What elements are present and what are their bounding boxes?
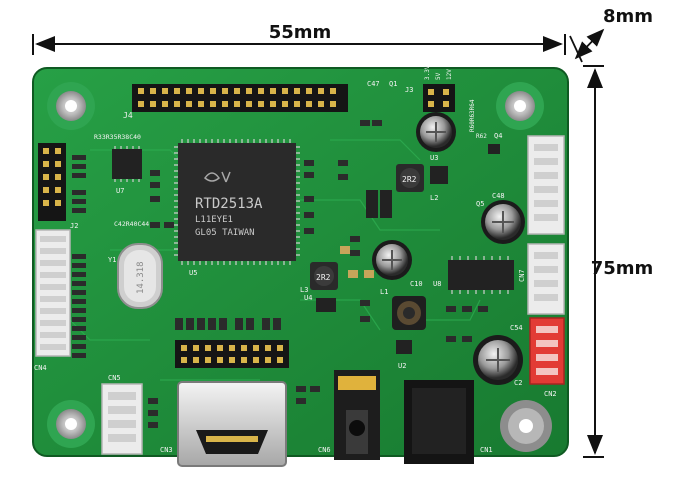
j3-label: J3	[405, 86, 413, 94]
main-chip: RTD2513A L11EYE1 GL05 TAIWAN U5	[174, 139, 300, 277]
hdmi-port: CN3	[160, 381, 287, 467]
j3-jumper-header: J3 3.3V 5V 12V C47 Q1	[367, 65, 455, 112]
crystal-y1: 14.318 Y1 C42R40C44	[108, 220, 163, 309]
right-connector-cn2: CN2	[529, 317, 565, 398]
v33-label: 3.3V	[424, 65, 431, 80]
power-jack: CN1	[404, 380, 493, 464]
c48-label: C48	[492, 192, 505, 200]
u7-chip: U7 R33R35R38C40	[94, 133, 142, 195]
capacitor-c54: C54 C2	[473, 324, 523, 387]
c2-label: C2	[514, 379, 522, 387]
l2-2r2: 2R2	[402, 175, 417, 184]
u2-label: U2	[398, 362, 406, 370]
mounting-hole-top-left	[47, 82, 95, 130]
inductor-l3: 2R2 L3	[300, 262, 338, 294]
crystal-text: 14.318	[136, 261, 146, 294]
dimension-height: 75mm	[583, 65, 654, 458]
v12-label: 12V	[446, 69, 453, 80]
cn5-label: CN5	[108, 374, 121, 382]
j2-pin-header: J2	[38, 143, 78, 230]
left-resistor-column	[72, 155, 86, 358]
mounting-hole-bottom-right	[500, 400, 552, 452]
smd-row	[175, 318, 281, 330]
mounting-holes	[47, 82, 552, 452]
j4-label: J4	[123, 111, 133, 120]
c54-label: C54	[510, 324, 523, 332]
q4-label: Q4	[494, 132, 502, 140]
chip-line2: L11EYE1	[195, 215, 233, 225]
cn4-connector: CN4	[34, 229, 71, 372]
right-connector-cn7: CN7	[518, 243, 565, 315]
j4-pin-header: J4	[123, 84, 348, 120]
cn2-label: CN2	[544, 390, 557, 398]
small-ics	[316, 144, 500, 354]
capacitor-top: U3	[416, 112, 456, 162]
l3-label: L3	[300, 286, 308, 294]
u4-label: U4	[304, 294, 312, 302]
thickness-label: 8mm	[603, 6, 653, 27]
r60r63-label: R60R63R64	[469, 99, 476, 132]
inductor-l1: L1	[380, 288, 426, 330]
mounting-hole-bottom-left	[47, 400, 95, 448]
audio-jack: CN6	[318, 370, 380, 460]
r62-label: R62	[476, 133, 487, 140]
tantalum-caps	[340, 246, 374, 278]
right-connector-upper	[527, 135, 565, 235]
u7-label: U7	[116, 187, 124, 195]
cn1-label: CN1	[480, 446, 493, 454]
chip-line3: GL05 TAIWAN	[195, 228, 255, 238]
v5-label: 5V	[435, 72, 442, 80]
height-label: 75mm	[591, 258, 654, 279]
cn3-label: CN3	[160, 446, 173, 454]
chip-line1: RTD2513A	[195, 196, 263, 212]
dimension-width: 55mm	[32, 22, 566, 55]
c42-label: C42R40C44	[114, 220, 149, 228]
cn7-label: CN7	[518, 269, 526, 282]
u3-label: U3	[430, 154, 438, 162]
capacitor-c48: C48 Q5	[476, 192, 525, 244]
middle-pin-header	[175, 340, 289, 368]
capacitor-c10: C10	[372, 240, 423, 288]
q1-label: Q1	[389, 80, 397, 88]
u8-chip: U8	[433, 256, 514, 294]
l2-label: L2	[430, 194, 438, 202]
cn6-label: CN6	[318, 446, 331, 454]
dimension-thickness: 8mm	[569, 6, 653, 67]
u5-label: U5	[189, 269, 197, 277]
r33r35-label: R33R35R38C40	[94, 133, 141, 141]
cn4-label: CN4	[34, 364, 47, 372]
inductor-l2: 2R2 L2	[396, 164, 438, 202]
mounting-hole-top-right	[496, 82, 544, 130]
chip-logo-icon	[203, 171, 231, 183]
cn5-connector: CN5	[101, 374, 143, 455]
c10-label: C10	[410, 280, 423, 288]
smd-scatter	[148, 120, 488, 428]
u8-label: U8	[433, 280, 441, 288]
width-label: 55mm	[269, 22, 332, 43]
l1-label: L1	[380, 288, 388, 296]
c47-label: C47	[367, 80, 380, 88]
j2-label: J2	[70, 222, 78, 230]
q5-label: Q5	[476, 200, 484, 208]
y1-label: Y1	[108, 256, 116, 264]
l3-2r2: 2R2	[316, 273, 331, 282]
